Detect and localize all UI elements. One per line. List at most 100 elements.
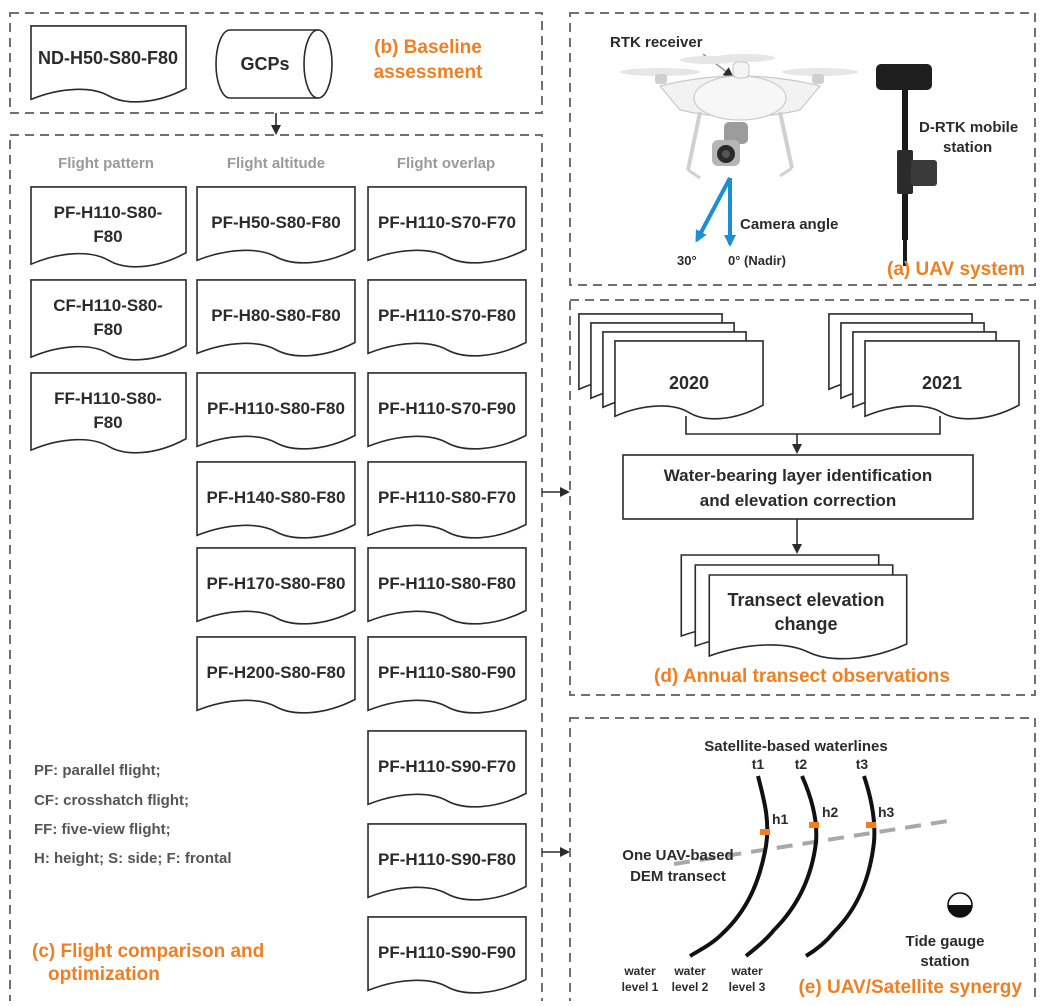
uav-title: (a) UAV system [887,259,1025,280]
baseline-doc-label: ND-H50-S80-F80 [38,48,178,68]
synergy-title: (e) UAV/Satellite synergy [798,977,1022,998]
waterlines-label: Satellite-based waterlines [704,738,887,755]
overlap-doc: PF-H110-S80-F80 [367,547,527,625]
drone-icon [620,54,858,180]
dem-transect-line [673,819,949,866]
transect-label-line2: DEM transect [630,868,726,885]
process-line2: and elevation correction [700,491,897,510]
tide-gauge-line1: Tide gauge [906,933,985,950]
h2-label: h2 [822,804,839,820]
drtk-station-icon [876,64,937,266]
overlap-doc: PF-H110-S90-F70 [367,730,527,808]
camera-30-arrow [695,177,732,243]
baseline-document: ND-H50-S80-F80 [30,25,187,103]
svg-text:PF-H200-S80-F80: PF-H200-S80-F80 [207,663,346,682]
level2-line1: water [673,964,706,978]
result-stack: Transect elevation change [680,554,908,660]
svg-text:PF-H110-S90-F70: PF-H110-S90-F70 [378,757,516,776]
svg-text:PF-H50-S80-F80: PF-H50-S80-F80 [211,213,340,232]
overlap-doc: PF-H110-S80-F70 [367,461,527,539]
svg-text:F80: F80 [93,227,122,246]
overlap-doc: PF-H110-S90-F80 [367,823,527,901]
overlap-doc: PF-H110-S70-F80 [367,279,527,357]
header-flight-altitude: Flight altitude [227,155,325,172]
transect-label-line1: One UAV-based [622,847,733,864]
t2-label: t2 [795,756,808,772]
stack-2020: 2020 [578,313,764,420]
year-2020-label: 2020 [669,373,709,393]
angle-30-label: 30° [677,253,697,268]
svg-text:PF-H110-S90-F90: PF-H110-S90-F90 [378,943,516,962]
overlap-doc: PF-H110-S70-F70 [367,186,527,264]
overlap-doc: PF-H110-S90-F90 [367,916,527,994]
result-line1: Transect elevation [727,590,884,610]
merge-lines [685,416,941,435]
altitude-doc: PF-H170-S80-F80 [196,547,356,625]
process-line1: Water-bearing layer identification [664,466,933,485]
flight-title-line1: (c) Flight comparison and [32,941,264,962]
header-flight-overlap: Flight overlap [397,155,495,172]
altitude-doc: PF-H200-S80-F80 [196,636,356,714]
t3-label: t3 [856,756,869,772]
altitude-doc: PF-H80-S80-F80 [196,279,356,357]
svg-text:CF-H110-S80-: CF-H110-S80- [53,296,163,315]
drtk-label-line1: D-RTK mobile [919,119,1018,136]
legend-cf: CF: crosshatch flight; [34,792,189,809]
baseline-title-line1: (b) Baseline [374,37,482,58]
flight-title-line2: optimization [48,964,160,985]
pattern-doc-pf: PF-H110-S80- F80 [30,186,187,268]
svg-text:PF-H110-S70-F70: PF-H110-S70-F70 [378,213,516,232]
year-2021-label: 2021 [922,373,962,393]
svg-text:PF-H140-S80-F80: PF-H140-S80-F80 [207,488,346,507]
h2-marker [809,822,819,828]
legend-ff: FF: five-view flight; [34,821,171,838]
overlap-doc: PF-H110-S70-F90 [367,372,527,450]
waterline-t2 [744,775,819,958]
baseline-title-line2: assessment [374,62,483,83]
pattern-doc-cf: CF-H110-S80- F80 [30,279,187,361]
uav-panel [569,12,1036,286]
synergy-panel [569,717,1036,1006]
h3-marker [866,822,876,828]
overlap-docs: PF-H110-S70-F70 PF-H110-S70-F80 PF-H110-… [367,186,527,994]
svg-text:PF-H170-S80-F80: PF-H170-S80-F80 [207,574,346,593]
svg-text:F80: F80 [93,413,122,432]
svg-text:PF-H110-S80-: PF-H110-S80- [54,203,163,222]
gcps-cylinder: GCPs [215,29,333,99]
drtk-label-line2: station [943,139,992,156]
angle-0-label: 0° (Nadir) [728,253,786,268]
altitude-doc: PF-H140-S80-F80 [196,461,356,539]
h1-label: h1 [772,811,789,827]
svg-text:PF-H80-S80-F80: PF-H80-S80-F80 [211,306,340,325]
level3-line1: water [730,964,763,978]
level3-line2: level 3 [729,980,766,994]
svg-text:PF-H110-S80-F70: PF-H110-S80-F70 [378,488,516,507]
rtk-receiver-label: RTK receiver [610,34,703,51]
t1-label: t1 [752,756,765,772]
svg-text:F80: F80 [93,320,122,339]
stack-2021: 2021 [828,313,1020,420]
tide-gauge-icon [947,892,973,918]
svg-text:PF-H110-S90-F80: PF-H110-S90-F80 [378,850,516,869]
result-line2: change [774,614,837,634]
svg-text:PF-H110-S80-F80: PF-H110-S80-F80 [378,574,516,593]
svg-text:FF-H110-S80-: FF-H110-S80- [54,389,162,408]
level1-line2: level 1 [622,980,659,994]
legend-hsf: H: height; S: side; F: frontal [34,850,231,867]
h1-marker [760,829,770,835]
svg-text:PF-H110-S80-F90: PF-H110-S80-F90 [378,663,516,682]
legend-pf: PF: parallel flight; [34,762,161,779]
altitude-docs: PF-H50-S80-F80 PF-H80-S80-F80 PF-H110-S8… [196,186,356,714]
tide-gauge-line2: station [920,953,969,970]
level2-line2: level 2 [672,980,709,994]
svg-text:PF-H110-S70-F80: PF-H110-S70-F80 [378,306,516,325]
svg-text:PF-H110-S70-F90: PF-H110-S70-F90 [378,399,516,418]
camera-angle-label: Camera angle [740,216,838,233]
waterline-t3 [804,775,877,958]
header-flight-pattern: Flight pattern [58,155,154,172]
altitude-doc: PF-H110-S80-F80 [196,372,356,450]
annual-panel [569,299,1036,696]
waterline-t1 [688,775,770,958]
svg-text:PF-H110-S80-F80: PF-H110-S80-F80 [207,399,345,418]
